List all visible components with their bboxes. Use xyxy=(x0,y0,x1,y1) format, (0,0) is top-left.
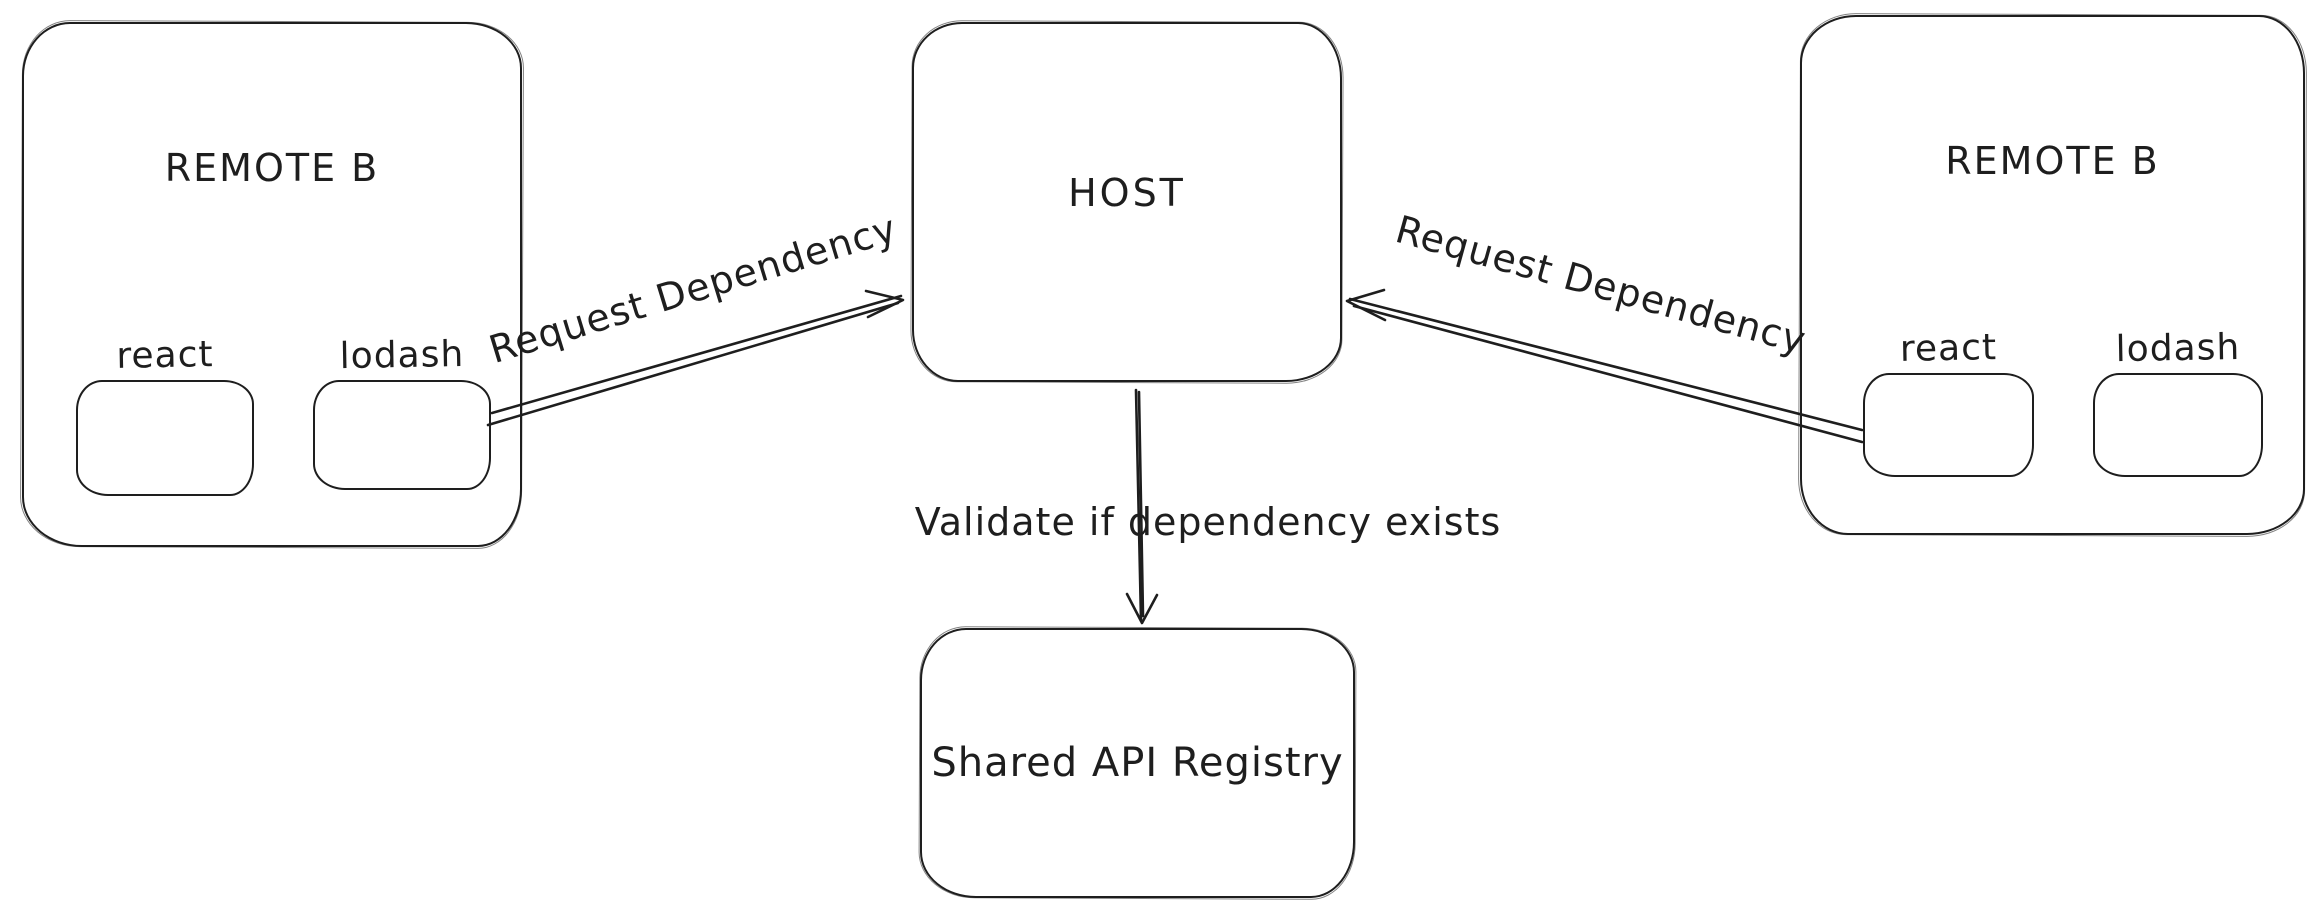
package-react-left: react xyxy=(76,332,254,496)
arrow-validate xyxy=(1125,388,1159,625)
package-lodash-left-box xyxy=(313,380,491,490)
package-lodash-left-label: lodash xyxy=(339,333,465,378)
package-lodash-right-box xyxy=(2093,373,2263,477)
node-remote-b-left: REMOTE B react lodash xyxy=(22,22,522,547)
package-react-right: react xyxy=(1863,325,2034,477)
node-host-title: HOST xyxy=(1068,171,1186,215)
node-remote-b-left-title: REMOTE B xyxy=(164,146,380,190)
package-lodash-left: lodash xyxy=(313,332,491,490)
node-shared-api-registry: Shared API Registry xyxy=(920,628,1355,898)
package-react-left-box xyxy=(76,380,254,496)
arrow-left-request xyxy=(486,289,905,427)
package-lodash-right-label: lodash xyxy=(2115,326,2241,371)
edge-label-validate: Validate if dependency exists xyxy=(914,500,1502,544)
arrow-right-request xyxy=(1345,288,1864,444)
node-remote-b-right: REMOTE B react lodash xyxy=(1800,15,2305,535)
node-shared-api-registry-title: Shared API Registry xyxy=(931,740,1344,786)
package-react-left-label: react xyxy=(116,334,214,377)
package-react-right-box xyxy=(1863,373,2034,477)
package-react-right-label: react xyxy=(1899,327,1998,370)
package-lodash-right: lodash xyxy=(2093,325,2263,477)
node-host: HOST xyxy=(912,22,1342,382)
node-remote-b-right-title: REMOTE B xyxy=(1945,139,2160,183)
